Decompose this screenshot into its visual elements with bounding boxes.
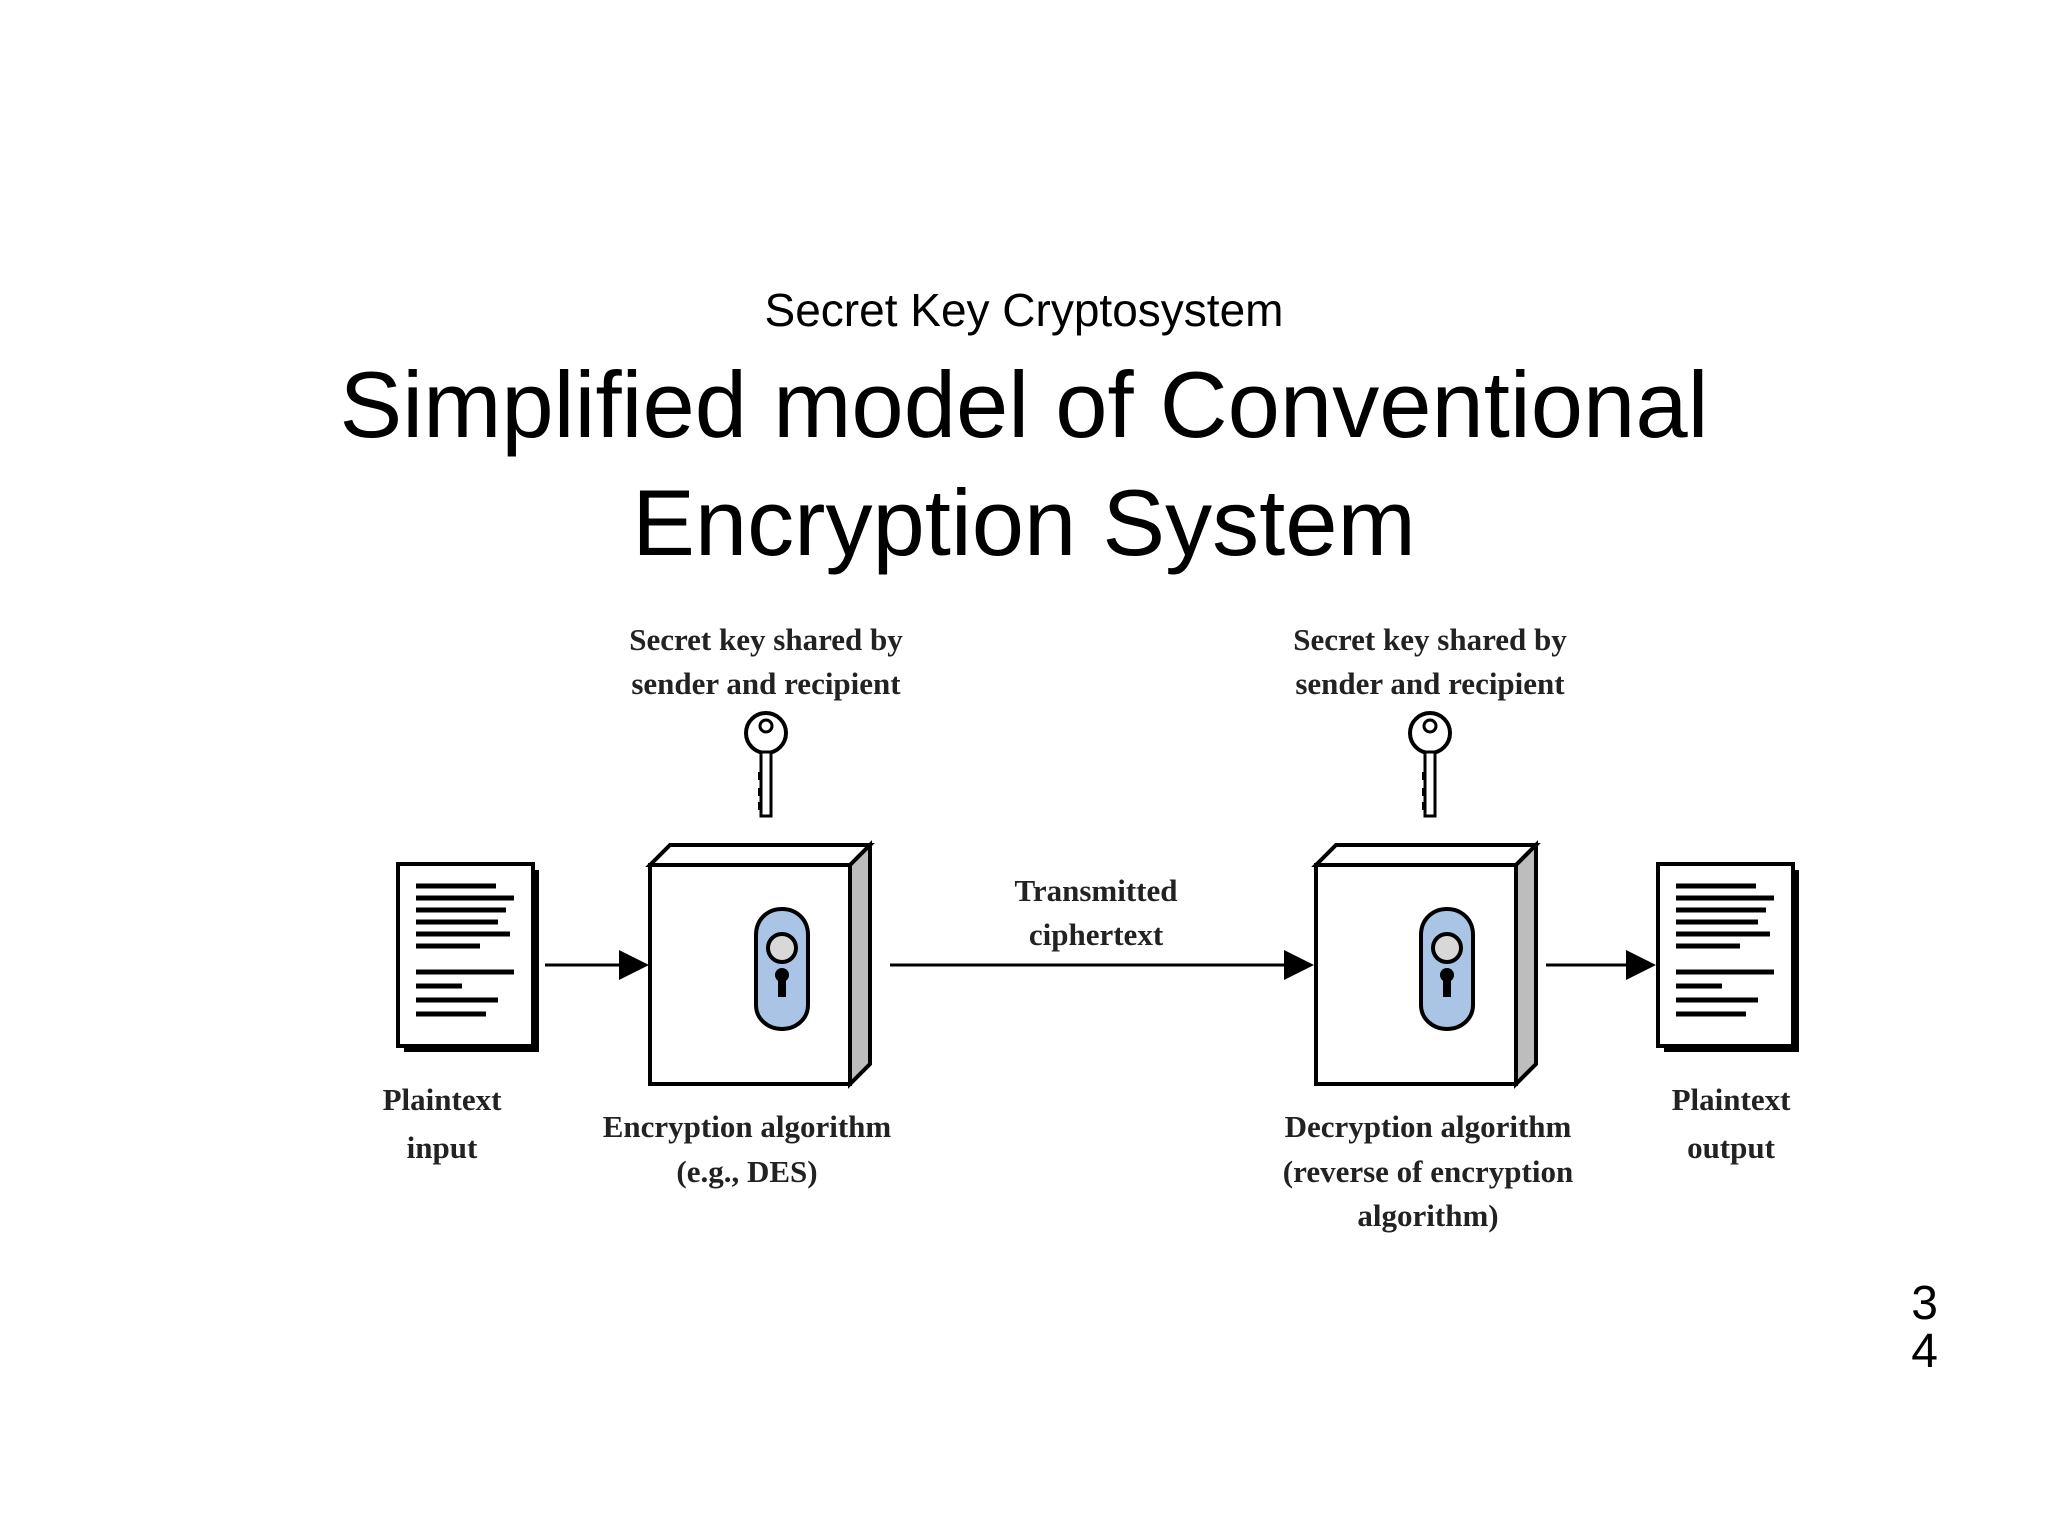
key-icon [744, 711, 788, 818]
plaintext-output-line-1: Plaintext [1672, 1082, 1791, 1117]
page-number-digit-2: 4 [1911, 1325, 1938, 1378]
encryption-algorithm-line-1: Encryption algorithm [603, 1109, 892, 1144]
decryption-algorithm-line-2: (reverse of encryption [1283, 1154, 1573, 1189]
decryption-algorithm-line-1: Decryption algorithm [1285, 1109, 1572, 1144]
key-right-label-line-2: sender and recipient [1295, 666, 1565, 701]
slide-title-line-2: Encryption System [632, 470, 1416, 575]
decryption-algorithm-line-3: algorithm) [1357, 1198, 1498, 1233]
plaintext-output-line-2: output [1687, 1130, 1776, 1165]
decryption-algorithm-box [1311, 840, 1541, 1089]
transmitted-ciphertext-line-2: ciphertext [1029, 917, 1164, 952]
key-icon [1408, 711, 1452, 818]
plaintext-input-line-1: Plaintext [383, 1082, 502, 1117]
encryption-algorithm-box [645, 840, 875, 1089]
lock-icon [1419, 906, 1475, 1032]
page-number-digit-1: 3 [1911, 1277, 1938, 1330]
key-right-label-line-1: Secret key shared by [1293, 622, 1567, 657]
slide-title-line-1: Simplified model of Conventional [339, 352, 1709, 457]
encryption-algorithm-line-2: (e.g., DES) [676, 1154, 817, 1189]
transmitted-ciphertext-line-1: Transmitted [1014, 873, 1177, 908]
document-icon [1656, 862, 1799, 1052]
lock-icon [754, 906, 810, 1032]
key-left-label-line-2: sender and recipient [631, 666, 901, 701]
key-left-label-line-1: Secret key shared by [629, 622, 903, 657]
page-number: 3 4 [1911, 1280, 1938, 1376]
slide-subtitle: Secret Key Cryptosystem [764, 284, 1284, 336]
plaintext-input-line-2: input [407, 1130, 478, 1165]
document-icon [396, 862, 539, 1052]
